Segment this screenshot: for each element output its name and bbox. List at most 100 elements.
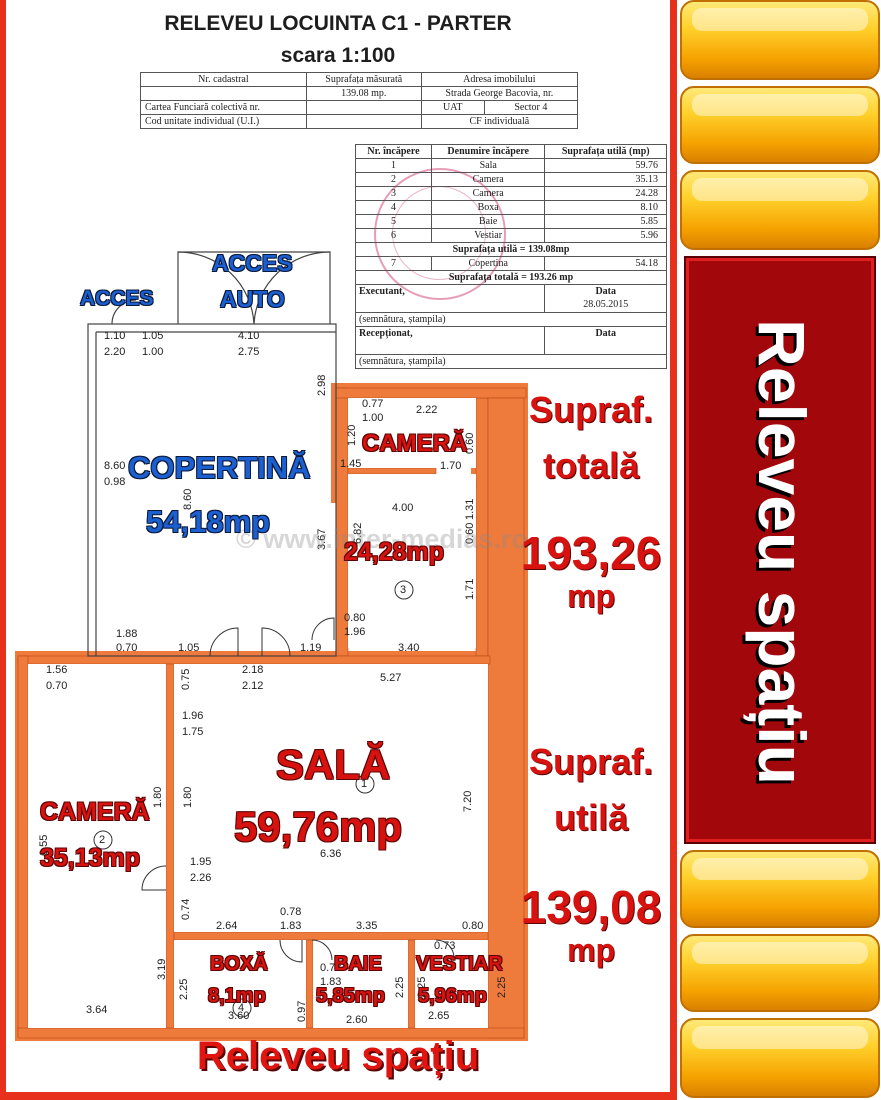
gold-tile xyxy=(680,934,880,1012)
boxa-door xyxy=(279,939,303,963)
dim: 1.96 xyxy=(182,710,204,722)
copertina-area: 54,18mp xyxy=(146,504,271,539)
sala-door-left xyxy=(209,627,239,657)
vestiar-area: 5,96mp xyxy=(418,985,487,1007)
dim: 0.70 xyxy=(46,680,68,692)
dim: 1.20 xyxy=(346,424,358,446)
dim: 2.64 xyxy=(216,920,238,932)
vestiar-door xyxy=(435,939,455,959)
dim: 2.18 xyxy=(242,664,264,676)
sala-label: SALĂ xyxy=(276,741,391,788)
dim: 7.20 xyxy=(462,790,474,812)
dim: 2.65 xyxy=(428,1010,450,1022)
acces-auto-opening xyxy=(177,251,331,324)
dim: 1.00 xyxy=(142,346,164,358)
camera3-upper xyxy=(348,398,476,468)
camera2-label: CAMERĂ xyxy=(40,798,150,826)
data-label: Data xyxy=(595,286,616,297)
copertina-label: COPERTINĂ xyxy=(128,450,311,485)
baie-area: 5,85mp xyxy=(316,985,385,1007)
doors xyxy=(141,617,455,963)
dim: 1.05 xyxy=(142,330,164,342)
dim: 1.10 xyxy=(104,330,126,342)
gold-tile xyxy=(680,0,880,80)
signature-note-2: (semnătura, ștampila) xyxy=(355,354,667,369)
dim: 2.25 xyxy=(394,976,406,998)
dim: 1.80 xyxy=(182,786,194,808)
dim: 0.77 xyxy=(362,398,384,410)
dim: 6.36 xyxy=(320,848,342,860)
dim: 1.80 xyxy=(152,786,164,808)
acces-label: ACCES xyxy=(80,287,154,310)
dim: 3.35 xyxy=(356,920,378,932)
room-3-num-text: 3 xyxy=(400,584,407,596)
dim: 0.75 xyxy=(180,668,192,690)
dim: 3.60 xyxy=(228,1010,250,1022)
dim: 1.95 xyxy=(190,856,212,868)
wall-west xyxy=(17,655,29,1037)
total-label-2: totală xyxy=(542,445,639,486)
boxa-floor xyxy=(174,940,306,1028)
camera3-lower xyxy=(348,474,476,648)
floor-plan xyxy=(15,251,528,1041)
room-2-circle xyxy=(93,830,113,850)
dim: 1.05 xyxy=(178,642,200,654)
dim: 3.40 xyxy=(398,642,420,654)
dim: 1.70 xyxy=(440,460,462,472)
dim: 5.27 xyxy=(380,672,402,684)
plan-scale: scara 1:100 xyxy=(280,44,396,67)
wall-baie-vestiar xyxy=(407,939,416,1029)
baie-door xyxy=(311,939,333,961)
dim: 0.80 xyxy=(344,612,366,624)
dim: 1.19 xyxy=(300,642,322,654)
gold-tile xyxy=(680,850,880,928)
camera3-door xyxy=(311,617,335,641)
dim: 3.64 xyxy=(86,1004,108,1016)
wall-east-thick xyxy=(487,397,525,1039)
dim: 1.00 xyxy=(362,412,384,424)
boxa-label: BOXĂ xyxy=(210,953,268,975)
room-1-num-text: 1 xyxy=(361,778,368,790)
room-1-circle xyxy=(355,774,375,794)
dim: 2.75 xyxy=(238,346,260,358)
dim: 1.88 xyxy=(116,628,138,640)
dim: 4.10 xyxy=(238,330,260,342)
watermark: © www.inter-medias.ro xyxy=(236,524,528,554)
useful-unit: mp xyxy=(567,932,615,968)
camera2-door xyxy=(141,865,167,891)
gold-tile xyxy=(680,1018,880,1098)
dim: 2.25 xyxy=(496,976,508,998)
sala-area: 59,76mp xyxy=(234,803,403,850)
dim: 2.20 xyxy=(104,346,126,358)
dim: 1.31 xyxy=(464,498,476,520)
acces-auto-label-2: AUTO xyxy=(220,286,285,312)
total-unit: mp xyxy=(567,578,615,614)
camera3-label: CAMERĂ xyxy=(362,430,468,457)
acces-auto-label-1: ACCES xyxy=(212,250,293,276)
room-4-circle xyxy=(232,998,252,1018)
dim: 2.26 xyxy=(190,872,212,884)
room-number-circles xyxy=(93,580,414,1018)
room-3-circle xyxy=(394,580,414,600)
plan-sheet: RELEVEU LOCUINTA C1 - PARTER scara 1:100… xyxy=(6,0,670,1092)
dim: 0.78 xyxy=(280,906,302,918)
executant-cell: Executant, xyxy=(354,284,546,313)
wall-camera3-north xyxy=(335,387,527,399)
acces-auto-swing-2 xyxy=(253,251,331,325)
dim: 2.60 xyxy=(346,1014,368,1026)
dim: 1.75 xyxy=(182,726,204,738)
sala-door-right xyxy=(261,627,291,657)
dim: 0.74 xyxy=(180,898,192,920)
vestiar-label: VESTIAR xyxy=(416,953,503,975)
acces-auto-swing xyxy=(177,251,255,325)
dim: 2.25 xyxy=(178,978,190,1000)
gold-tile xyxy=(680,86,880,164)
vestiar-floor xyxy=(415,940,488,1028)
useful-value: 139,08 xyxy=(520,881,662,933)
dim: 1.83 xyxy=(280,920,302,932)
bottom-banner: Releveu spațiu xyxy=(196,1034,480,1078)
receptionat-cell: Recepționat, xyxy=(354,326,546,355)
dim: 0.98 xyxy=(104,476,126,488)
dim: 1.83 xyxy=(320,976,342,988)
copertina-boundary xyxy=(87,323,337,657)
